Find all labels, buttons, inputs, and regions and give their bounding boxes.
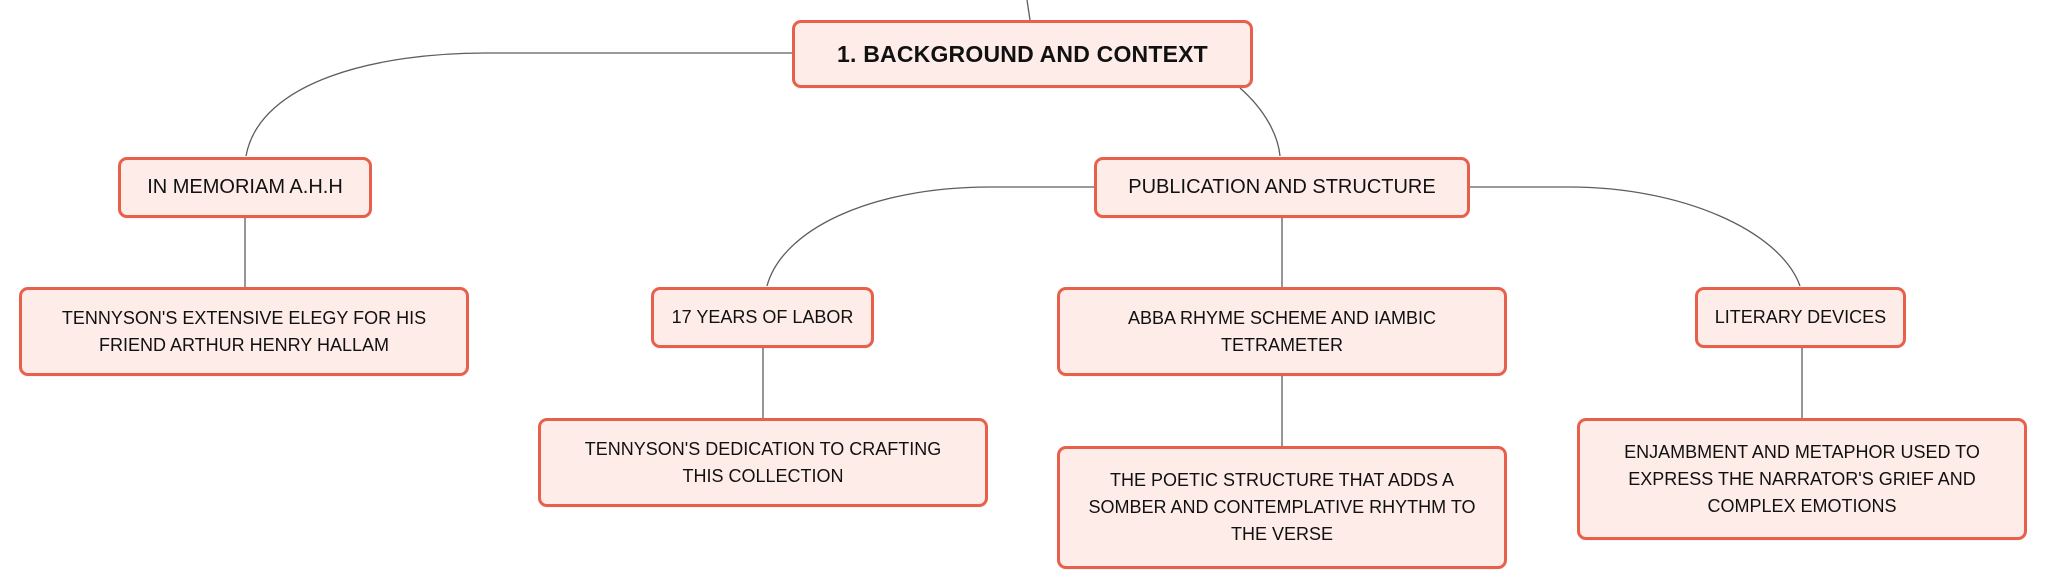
topic-literary-devices-node[interactable]: LITERARY DEVICES	[1695, 287, 1906, 348]
topic-dedication-label: TENNYSON'S DEDICATION TO CRAFTING THIS C…	[584, 438, 942, 486]
connector-root-to-parent	[1026, 0, 1031, 21]
topic-abba-rhyme-label: ABBA RHYME SCHEME AND IAMBIC TETRAMETER	[1127, 307, 1437, 355]
topic-in-memoriam-node[interactable]: IN MEMORIAM A.H.H	[118, 157, 372, 218]
topic-enjambment-label: ENJAMBMENT AND METAPHOR USED TO EXPRESS …	[1624, 441, 1980, 516]
topic-17-years-node[interactable]: 17 YEARS OF LABOR	[651, 287, 874, 348]
connector-publication-to-17-years	[766, 186, 1094, 287]
root-topic-node[interactable]: 1. BACKGROUND AND CONTEXT	[792, 20, 1253, 88]
topic-poetic-structure-node[interactable]: THE POETIC STRUCTURE THAT ADDS A SOMBER …	[1057, 446, 1507, 569]
topic-17-years-label: 17 YEARS OF LABOR	[671, 307, 854, 327]
connector-publication-to-literary-devices	[1470, 186, 1801, 287]
topic-enjambment-node[interactable]: ENJAMBMENT AND METAPHOR USED TO EXPRESS …	[1577, 418, 2027, 540]
root-topic-label: 1. BACKGROUND AND CONTEXT	[837, 40, 1208, 67]
connector-root-to-publication	[1239, 87, 1281, 157]
topic-dedication-node[interactable]: TENNYSON'S DEDICATION TO CRAFTING THIS C…	[538, 418, 988, 507]
topic-elegy-node[interactable]: TENNYSON'S EXTENSIVE ELEGY FOR HIS FRIEN…	[19, 287, 469, 376]
topic-publication-structure-label: PUBLICATION AND STRUCTURE	[1128, 176, 1436, 198]
topic-publication-structure-node[interactable]: PUBLICATION AND STRUCTURE	[1094, 157, 1470, 218]
topic-in-memoriam-label: IN MEMORIAM A.H.H	[147, 176, 343, 198]
topic-literary-devices-label: LITERARY DEVICES	[1714, 307, 1887, 327]
connector-root-to-in-memoriam	[245, 52, 792, 157]
topic-abba-rhyme-node[interactable]: ABBA RHYME SCHEME AND IAMBIC TETRAMETER	[1057, 287, 1507, 376]
topic-elegy-label: TENNYSON'S EXTENSIVE ELEGY FOR HIS FRIEN…	[61, 307, 427, 355]
topic-poetic-structure-label: THE POETIC STRUCTURE THAT ADDS A SOMBER …	[1088, 470, 1476, 544]
